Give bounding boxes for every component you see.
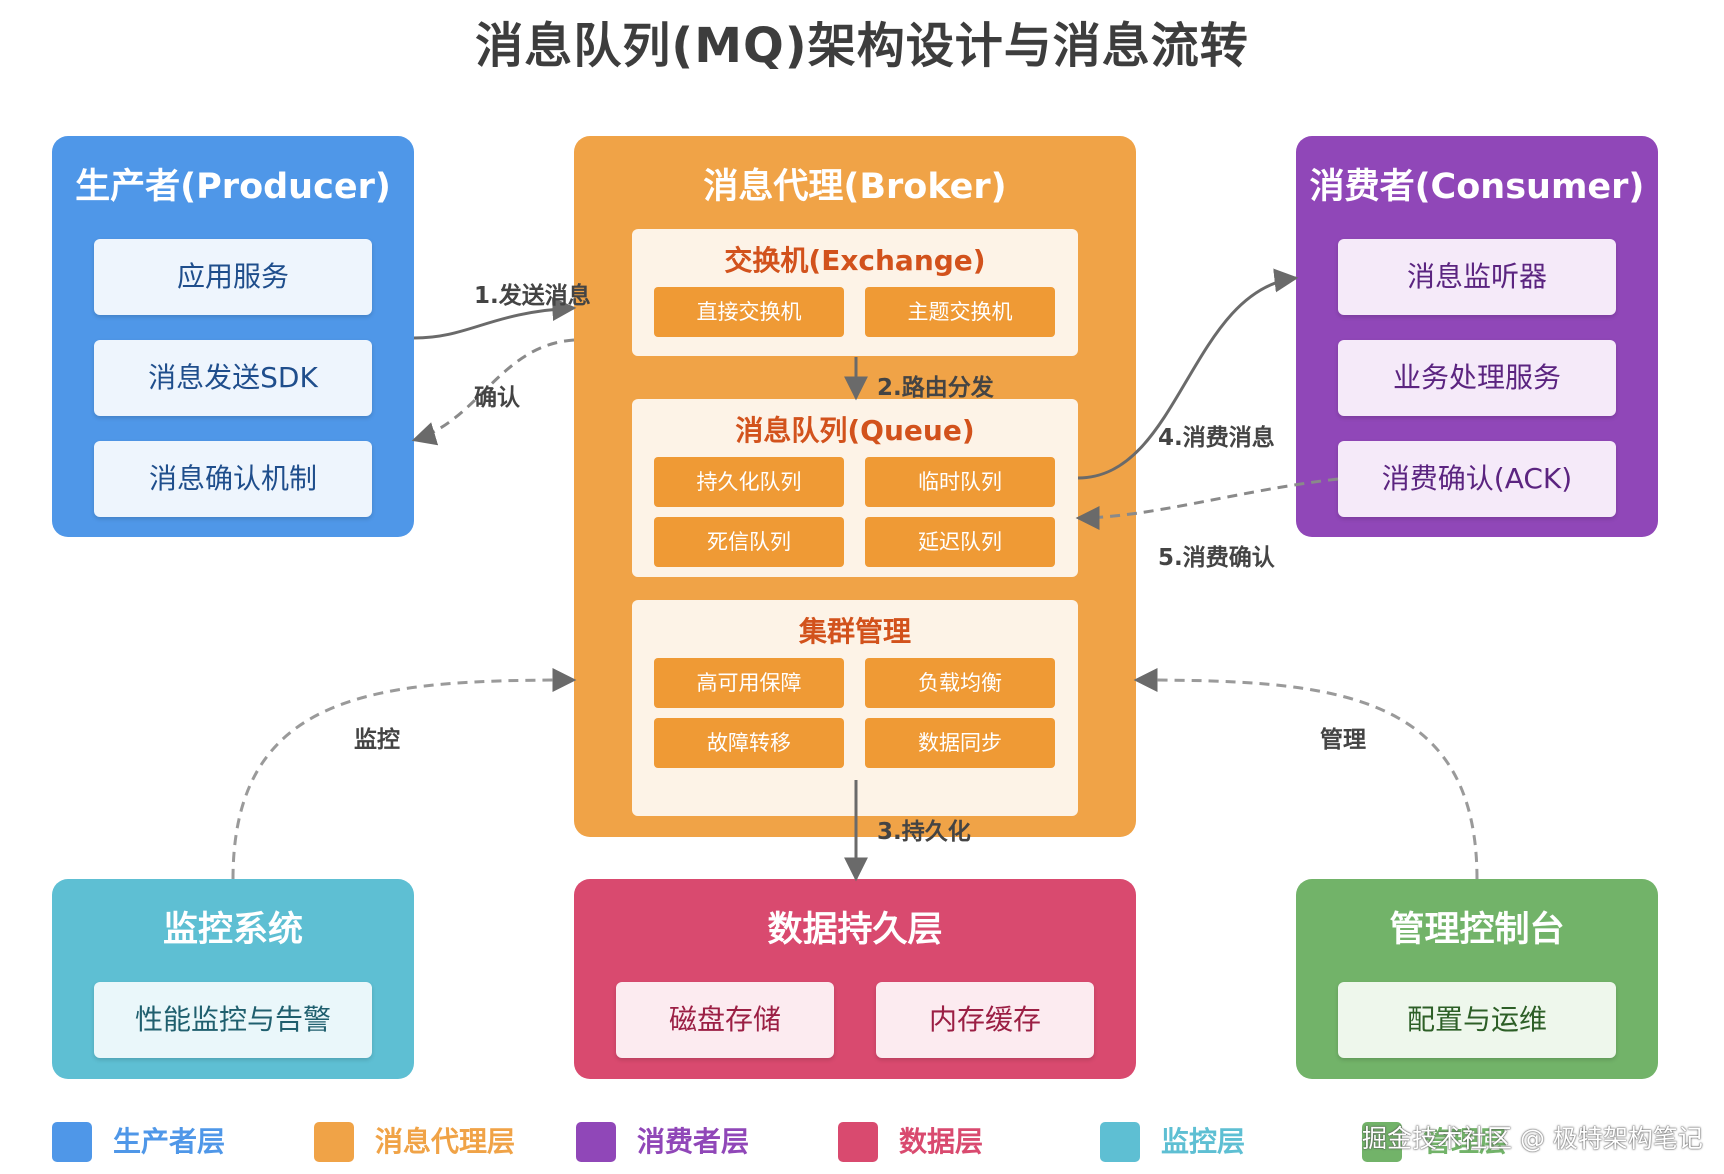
monitor-title: 监控系统 xyxy=(162,910,303,950)
cluster-title: 集群管理 xyxy=(798,615,911,648)
monitor-box: 监控系统 性能监控与告警 xyxy=(52,879,414,1079)
legend-swatch-manage xyxy=(1362,1122,1402,1162)
queue-item-temporary: 临时队列 xyxy=(865,457,1055,507)
persistence-item-memory-cache: 内存缓存 xyxy=(876,982,1094,1058)
queue-item-delayed: 延迟队列 xyxy=(865,517,1055,567)
edge-label-ack: 确认 xyxy=(474,385,520,411)
producer-box: 生产者(Producer) 应用服务 消息发送SDK 消息确认机制 xyxy=(52,136,414,537)
queue-item-durable: 持久化队列 xyxy=(654,457,844,507)
edge-label-manage: 管理 xyxy=(1320,727,1366,753)
broker-title: 消息代理(Broker) xyxy=(703,167,1007,207)
producer-item-send-sdk: 消息发送SDK xyxy=(94,340,372,416)
producer-title: 生产者(Producer) xyxy=(75,167,391,207)
exchange-title: 交换机(Exchange) xyxy=(724,244,986,277)
producer-item-app-service: 应用服务 xyxy=(94,239,372,315)
queue-title: 消息队列(Queue) xyxy=(735,414,975,447)
cluster-item-high-availability: 高可用保障 xyxy=(654,658,844,708)
exchange-item-direct: 直接交换机 xyxy=(654,287,844,337)
edge-monitor xyxy=(231,668,577,880)
diagram-title: 消息队列(MQ)架构设计与消息流转 xyxy=(475,18,1249,74)
legend-swatch-consumer xyxy=(576,1122,616,1162)
console-box: 管理控制台 配置与运维 xyxy=(1296,879,1658,1079)
legend-label-monitor: 监控层 xyxy=(1161,1125,1246,1158)
edge-label-monitor: 监控 xyxy=(354,727,400,753)
legend-swatch-data xyxy=(838,1122,878,1162)
edge-label-consume-ack: 5.消费确认 xyxy=(1158,545,1275,571)
edge-label-persist: 3.持久化 xyxy=(877,819,971,845)
edge-label-route: 2.路由分发 xyxy=(877,375,994,401)
edge-send xyxy=(413,297,577,340)
console-item-config-ops: 配置与运维 xyxy=(1338,982,1616,1058)
persistence-title: 数据持久层 xyxy=(767,910,943,950)
legend-swatch-monitor xyxy=(1100,1122,1140,1162)
edge-label-consume: 4.消费消息 xyxy=(1158,425,1275,451)
edge-label-send: 1.发送消息 xyxy=(474,283,591,309)
consumer-item-listener: 消息监听器 xyxy=(1338,239,1616,315)
persistence-box: 数据持久层 磁盘存储 内存缓存 xyxy=(574,879,1136,1079)
exchange-section: 交换机(Exchange) 直接交换机 主题交换机 xyxy=(632,229,1078,356)
watermark: 掘金技术社区 @ 极特架构笔记 xyxy=(1362,1124,1703,1153)
legend-label-broker: 消息代理层 xyxy=(375,1125,516,1158)
cluster-item-load-balancing: 负载均衡 xyxy=(865,658,1055,708)
consumer-box: 消费者(Consumer) 消息监听器 业务处理服务 消费确认(ACK) xyxy=(1296,136,1658,537)
queue-item-dead-letter: 死信队列 xyxy=(654,517,844,567)
legend-label-data: 数据层 xyxy=(899,1125,984,1158)
legend-swatch-producer xyxy=(52,1122,92,1162)
cluster-item-data-sync: 数据同步 xyxy=(865,718,1055,768)
legend-label-producer: 生产者层 xyxy=(113,1125,226,1158)
consumer-title: 消费者(Consumer) xyxy=(1309,167,1645,207)
consumer-item-ack: 消费确认(ACK) xyxy=(1338,441,1616,517)
producer-item-ack-mechanism: 消息确认机制 xyxy=(94,441,372,517)
legend-swatch-broker xyxy=(314,1122,354,1162)
cluster-item-failover: 故障转移 xyxy=(654,718,844,768)
legend-label-consumer: 消费者层 xyxy=(637,1125,750,1158)
persistence-item-disk: 磁盘存储 xyxy=(616,982,834,1058)
consumer-item-business-service: 业务处理服务 xyxy=(1338,340,1616,416)
cluster-section: 集群管理 高可用保障 负载均衡 故障转移 数据同步 xyxy=(632,600,1078,816)
queue-section: 消息队列(Queue) 持久化队列 临时队列 死信队列 延迟队列 xyxy=(632,399,1078,577)
edge-manage xyxy=(1133,668,1479,880)
broker-box: 消息代理(Broker) 交换机(Exchange) 直接交换机 主题交换机 消… xyxy=(574,136,1136,837)
console-title: 管理控制台 xyxy=(1389,910,1565,950)
monitor-item-performance-alert: 性能监控与告警 xyxy=(94,982,372,1058)
exchange-item-topic: 主题交换机 xyxy=(865,287,1055,337)
legend-label-manage: 管理层 xyxy=(1423,1125,1508,1158)
